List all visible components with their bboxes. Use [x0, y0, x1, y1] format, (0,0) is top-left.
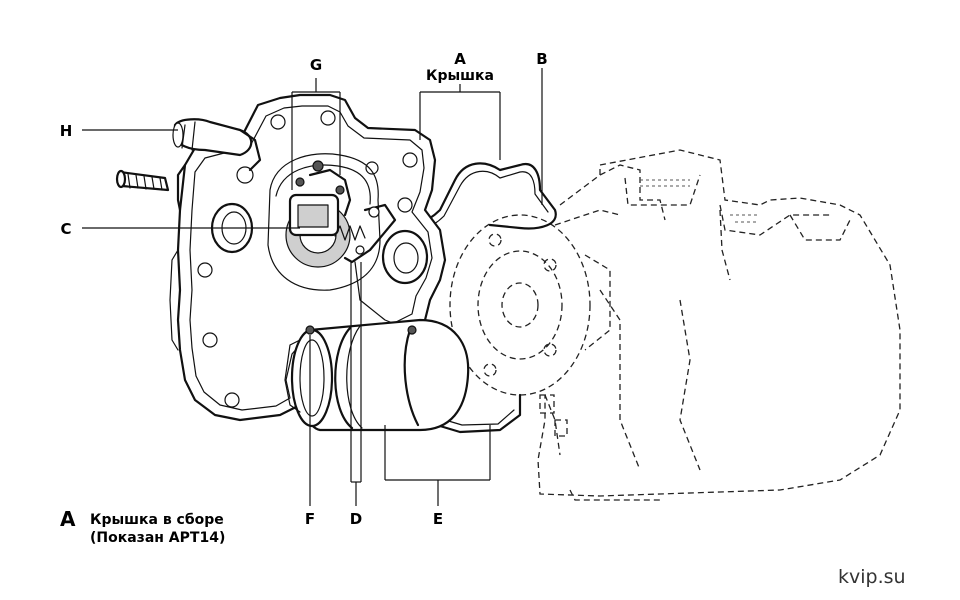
bolt [115, 169, 170, 192]
label-a-sub: Крышка [426, 68, 494, 84]
caption-letter: A [60, 507, 76, 531]
caption-line-2: (Показан APT14) [90, 530, 226, 546]
label-e: E [433, 510, 443, 528]
boss-ring [381, 229, 429, 285]
solenoid-cylinder [284, 318, 470, 432]
watermark: kvip.su [838, 566, 906, 588]
label-a: A [454, 50, 466, 68]
label-d: D [350, 510, 362, 528]
caption-line-1: Крышка в сборе [90, 512, 224, 528]
label-f: F [305, 510, 315, 528]
label-h: H [60, 122, 73, 140]
hose-fitting-h [172, 118, 262, 172]
flange-phantom [449, 209, 621, 396]
mechanism [285, 160, 416, 346]
engine-body-phantom [537, 149, 901, 501]
label-c: C [60, 220, 71, 238]
label-b: B [536, 50, 547, 68]
leader-lines [82, 68, 543, 506]
label-g: G [310, 56, 322, 74]
